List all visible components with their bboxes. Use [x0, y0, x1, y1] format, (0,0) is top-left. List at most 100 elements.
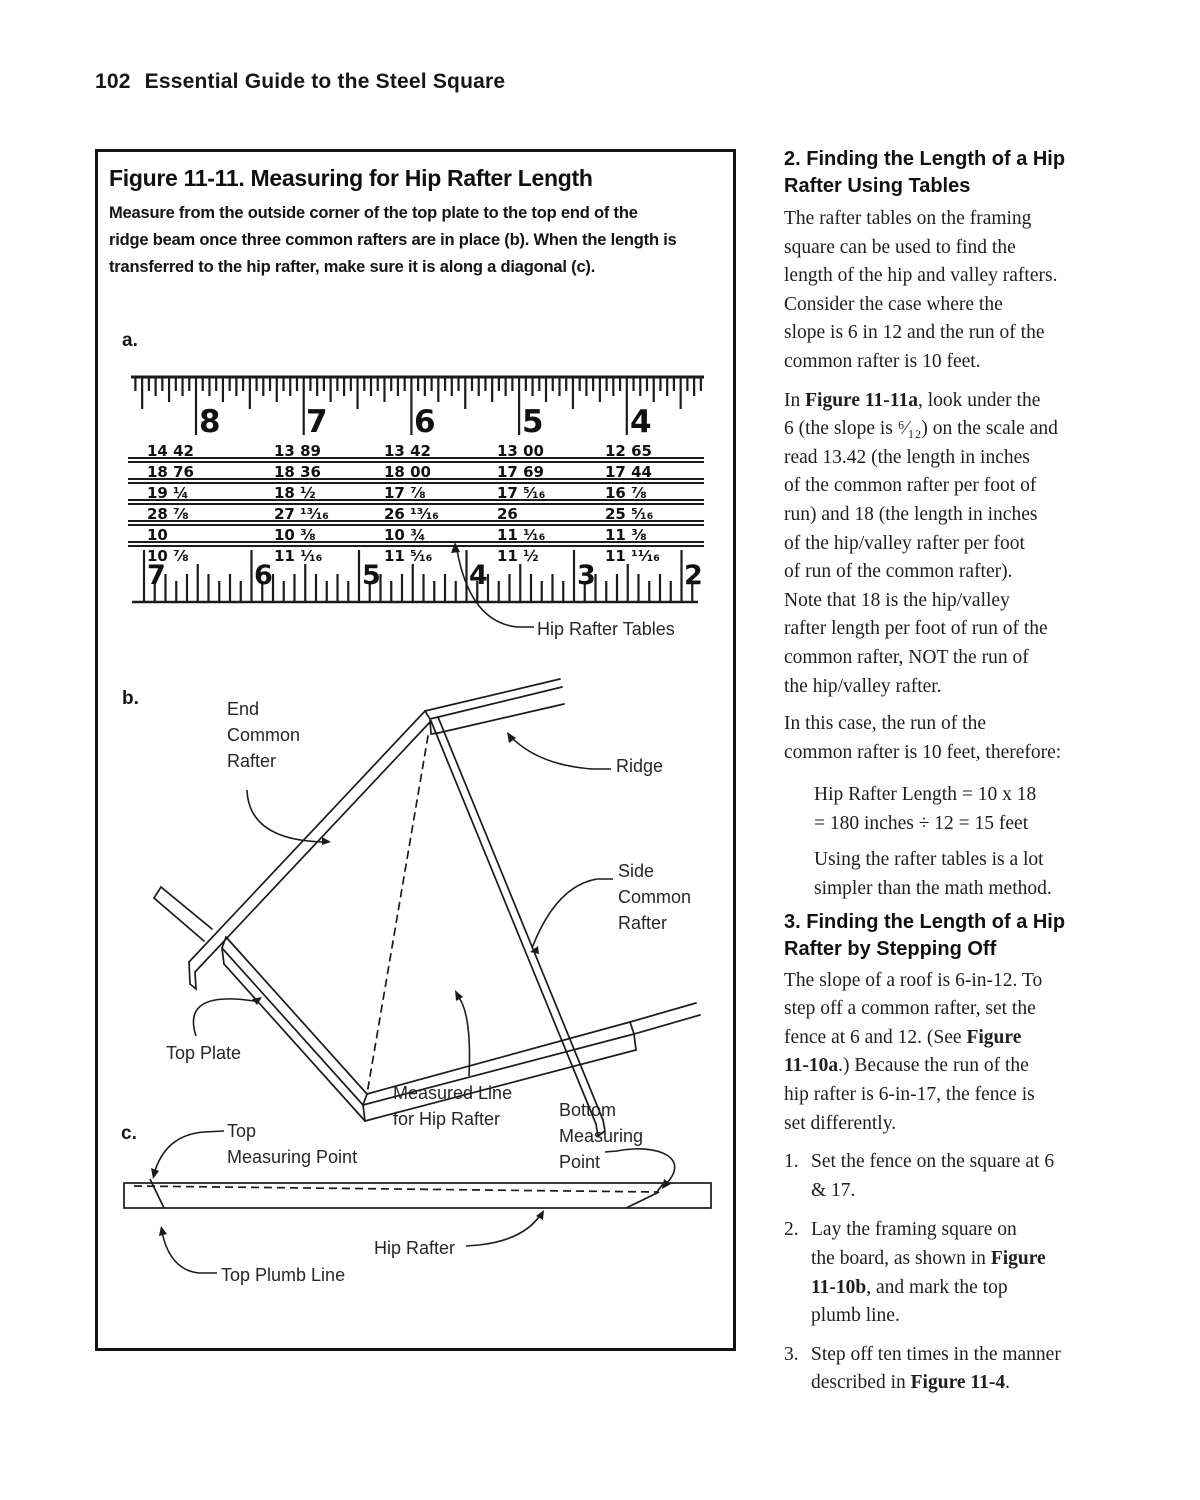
top-ruler-number: 4	[630, 404, 652, 440]
table-cell: 11 ⁵⁄₁₆	[384, 547, 433, 565]
table-cell: 11 ¹⁄₁₆	[497, 526, 546, 544]
callout-top-plate: Top Plate	[166, 1043, 242, 1063]
list-number: 1.	[784, 1151, 799, 1173]
text-line: read 13.42 (the length in inches	[784, 446, 1030, 468]
part-label-a: a.	[122, 330, 138, 351]
text-line: simpler than the math method.	[814, 878, 1052, 900]
text-line: The slope of a roof is 6-in-12. To	[784, 969, 1043, 991]
text-line: run) and 18 (the length in inches	[784, 503, 1038, 525]
diagram-c	[123, 1178, 712, 1209]
top-ruler-number: 6	[414, 404, 436, 440]
table-cell: 13 00	[497, 442, 544, 460]
text-line: Step off ten times in the manner	[811, 1343, 1061, 1365]
figure-caption-line: transferred to the hip rafter, make sure…	[109, 258, 596, 276]
table-cell: 10 ¾	[384, 526, 426, 544]
text-line: hip rafter is 6-in-17, the fence is	[784, 1084, 1035, 1106]
bottom-ruler	[132, 550, 698, 604]
text-line: plumb line.	[811, 1305, 900, 1327]
callout-hip-rafter-tables: Hip Rafter Tables	[537, 619, 675, 639]
callout-top-plumb-line: Top Plumb Line	[221, 1265, 346, 1285]
text-line: the hip/valley rafter.	[784, 675, 942, 697]
paragraph: Hip Rafter Length = 10 x 18= 180 inches …	[784, 781, 1164, 838]
text-line: 11-10a.) Because the run of the	[784, 1055, 1029, 1077]
text-line: length of the hip and valley rafters.	[784, 265, 1058, 287]
text-line: of the common rafter per foot of	[784, 475, 1037, 497]
bottom-ruler-number: 6	[254, 560, 273, 591]
text-line: step off a common rafter, set the	[784, 998, 1036, 1020]
text-line: The rafter tables on the framing	[784, 208, 1032, 229]
part-label-c: c.	[121, 1123, 137, 1144]
bottom-plumb-cut	[625, 1191, 660, 1209]
part-label-b: b.	[122, 688, 139, 709]
top-ruler-number: 5	[522, 404, 544, 440]
text-line: Consider the case where the	[784, 293, 1003, 315]
table-cell: 18 00	[384, 463, 431, 481]
text-line: Set the fence on the square at 6	[811, 1151, 1055, 1173]
bottom-ruler-number: 7	[147, 560, 166, 591]
text-line: & 17.	[811, 1179, 856, 1201]
text-line: of the hip/valley rafter per foot	[784, 532, 1025, 554]
rafter-table-rules	[128, 457, 704, 547]
table-cell: 26	[497, 505, 518, 523]
paragraph: Using the rafter tables is a lot simpler …	[784, 846, 1164, 903]
text-line: Note that 18 is the hip/valley	[784, 589, 1010, 611]
text-line: Using the rafter tables is a lot	[814, 849, 1044, 871]
table-cell: 26 ¹³⁄₁₆	[384, 505, 439, 523]
bottom-ruler-number: 3	[577, 560, 596, 591]
callout-hip-rafter: Hip Rafter	[374, 1238, 456, 1258]
text-line: Rafter by Stepping Off	[784, 937, 997, 960]
table-cell: 12 65	[605, 442, 652, 460]
table-cell: 18 ½	[274, 484, 316, 502]
bottom-ruler-number: 5	[362, 560, 381, 591]
text-line: In Figure 11-11a, look under the	[784, 389, 1041, 411]
diagram-b	[153, 678, 701, 1138]
measured-dashed-line	[366, 735, 429, 1095]
text-line: common rafter, NOT the run of	[784, 646, 1029, 668]
text-line: the board, as shown in Figure	[811, 1248, 1046, 1269]
list-number: 2.	[784, 1219, 799, 1241]
table-cell: 10	[147, 526, 168, 544]
text-line: common rafter is 10 feet, therefore:	[784, 741, 1062, 763]
table-cell: 11 ¹¹⁄₁₆	[605, 547, 660, 565]
text-line: slope is 6 in 12 and the run of the	[784, 322, 1045, 344]
paragraph: In this case, the run of the common rafte…	[784, 710, 1164, 767]
callout-ridge: Ridge	[616, 756, 664, 776]
diagonal-measure-line	[133, 1185, 658, 1193]
bottom-ruler-number: 2	[684, 560, 703, 591]
book-title: Essential Guide to the Steel Square	[144, 70, 506, 93]
figure-line-art	[123, 375, 712, 1274]
text-line: 11-10b, and mark the top	[811, 1276, 1008, 1298]
text-line: rafter length per foot of run of the	[784, 618, 1048, 640]
table-cell: 17 ⁵⁄₁₆	[497, 484, 546, 502]
text-line: Lay the framing square on	[811, 1219, 1017, 1241]
table-cell: 13 89	[274, 442, 321, 460]
list-number: 3.	[784, 1343, 799, 1365]
table-cell: 17 ⅞	[384, 484, 426, 502]
list-item: 2. Lay the framing square on the board, as…	[784, 1216, 1164, 1330]
text-line: In this case, the run of the	[784, 713, 986, 735]
text-line: fence at 6 and 12. (See Figure	[784, 1026, 1022, 1048]
diagram-c-arrows	[151, 1130, 544, 1274]
paragraph: The slope of a roof is 6-in-12. To step o…	[784, 967, 1164, 1139]
text-line: 2. Finding the Length of a Hip	[784, 148, 1066, 170]
text-line: set differently.	[784, 1112, 897, 1134]
top-ruler	[131, 375, 704, 435]
table-cell: 18 76	[147, 463, 194, 481]
text-line: 6 (the slope is ⁶⁄₁₂) on the scale and	[784, 418, 1058, 440]
figure-box: Figure 11-11. Measuring for Hip Rafter L…	[95, 149, 736, 1351]
text-line: Rafter Using Tables	[784, 175, 971, 197]
table-cell: 18 36	[274, 463, 321, 481]
table-cell: 14 42	[147, 442, 194, 460]
table-cell: 10 ⅞	[147, 547, 189, 565]
paragraph: In Figure 11-11a, look under the 6 (the s…	[784, 387, 1164, 702]
text-line: Hip Rafter Length = 10 x 18	[814, 784, 1037, 806]
text-line: of run of the common rafter).	[784, 561, 1013, 583]
